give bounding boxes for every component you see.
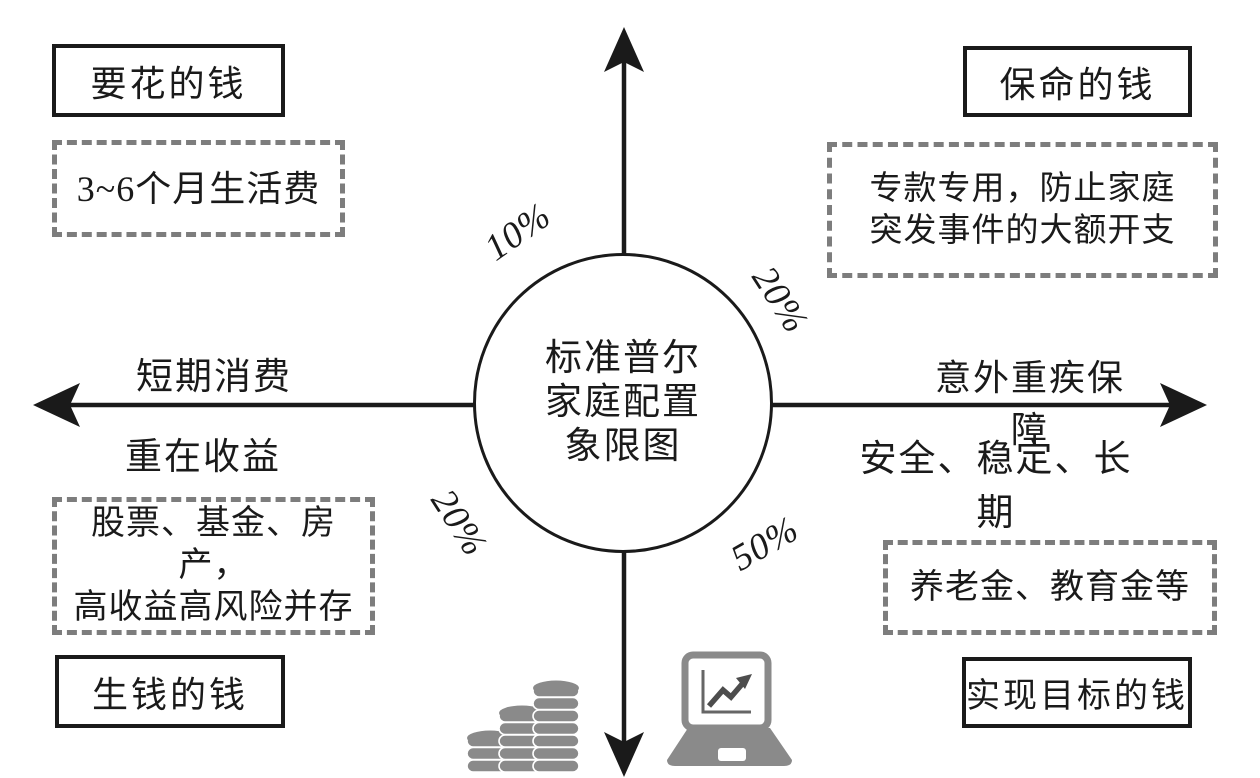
laptop-base bbox=[667, 728, 792, 766]
quadrant-label-top-right: 保命的钱 bbox=[999, 64, 1156, 105]
axis-label-left-bottom: 重在收益 bbox=[125, 437, 281, 478]
chart-axis bbox=[701, 670, 751, 714]
quadrant-detail-top-right-line1: 专款专用，防止家庭 bbox=[869, 171, 1176, 207]
growth-line bbox=[706, 681, 746, 708]
right-arrowhead-icon bbox=[1160, 383, 1207, 427]
center-circle-line1: 标准普尔 bbox=[545, 338, 701, 379]
down-arrowhead-icon bbox=[604, 732, 644, 777]
center-circle-line2: 家庭配置 bbox=[545, 382, 701, 423]
quadrant-detail-bottom-right: 养老金、教育金等 bbox=[910, 568, 1190, 606]
axis-label-right-bottom: 安全、稳定、长期 bbox=[859, 439, 1133, 534]
quadrant-label-top-left: 要花的钱 bbox=[90, 63, 247, 104]
center-circle-line3: 象限图 bbox=[564, 426, 682, 467]
quadrant-detail-box-bottom-left: 股票、基金、房产， 高收益高风险并存 bbox=[52, 497, 375, 635]
laptop-growth-chart-icon bbox=[667, 651, 792, 766]
quadrant-detail-box-top-right: 专款专用，防止家庭 突发事件的大额开支 bbox=[827, 142, 1218, 278]
quadrant-label-bottom-left: 生钱的钱 bbox=[91, 674, 248, 715]
quadrant-detail-bottom-left-line2: 高收益高风险并存 bbox=[73, 589, 354, 626]
quadrant-detail-box-top-left: 3~6个月生活费 bbox=[52, 140, 345, 237]
quadrant-label-box-bottom-left: 生钱的钱 bbox=[55, 655, 285, 728]
coin-stacks-icon bbox=[466, 680, 580, 773]
quadrant-label-bottom-right: 实现目标的钱 bbox=[966, 678, 1188, 715]
center-circle: 标准普尔 家庭配置 象限图 bbox=[473, 253, 773, 553]
quadrant-label-box-top-left: 要花的钱 bbox=[52, 44, 285, 117]
quadrant-label-box-top-right: 保命的钱 bbox=[963, 46, 1192, 117]
quadrant-detail-top-right-line2: 突发事件的大额开支 bbox=[869, 213, 1176, 249]
quadrant-label-box-bottom-right: 实现目标的钱 bbox=[962, 657, 1192, 728]
left-arrowhead-icon bbox=[33, 383, 80, 427]
axis-label-left-top: 短期消费 bbox=[136, 357, 292, 398]
laptop-base-notch bbox=[718, 748, 746, 761]
up-arrowhead-icon bbox=[604, 27, 644, 72]
quadrant-detail-top-left: 3~6个月生活费 bbox=[76, 168, 321, 209]
axis-label-right-top: 意外重疾保障 bbox=[934, 358, 1125, 450]
quadrant-detail-bottom-left-line1: 股票、基金、房产， bbox=[91, 505, 336, 584]
quadrant-detail-box-bottom-right: 养老金、教育金等 bbox=[883, 540, 1217, 635]
growth-arrowhead-icon bbox=[736, 674, 752, 689]
